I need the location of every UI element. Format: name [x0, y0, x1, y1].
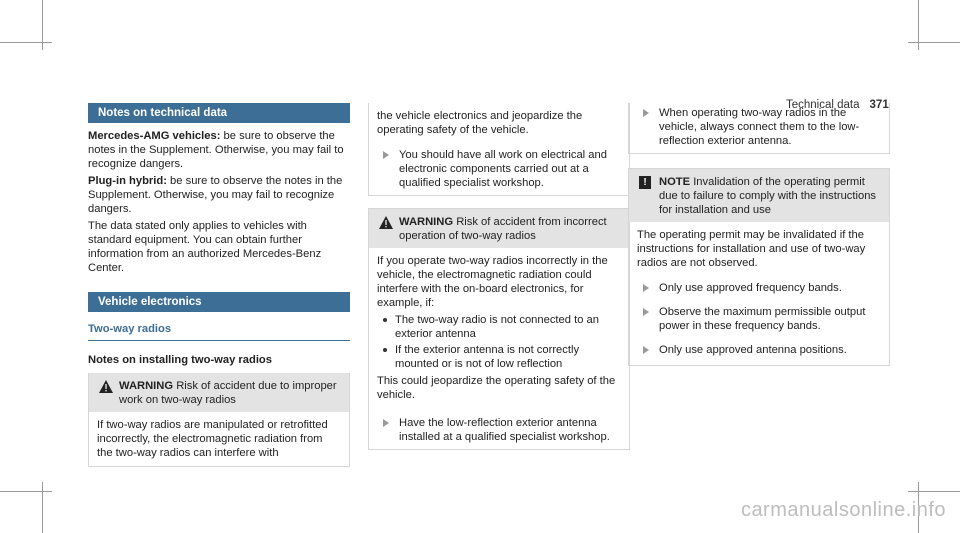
crop-mark — [918, 0, 919, 50]
step-text: Observe the maximum permissible output p… — [659, 306, 866, 332]
amg-paragraph: Mercedes-AMG vehicles: be sure to observ… — [88, 129, 350, 171]
after-text: This could jeopardize the operating safe… — [377, 375, 616, 401]
step-arrow-icon — [383, 419, 389, 427]
warning-box: WARNING Risk of accident due to improper… — [88, 373, 350, 467]
column-2: Vehicle electronics Two-way radios Notes… — [88, 292, 350, 467]
watermark: carmanualsonline.info — [740, 499, 946, 521]
warning-box: WARNING Risk of accident from incorrect … — [368, 208, 630, 450]
crop-mark — [42, 482, 43, 533]
step-item: Observe the maximum permissible output p… — [629, 300, 889, 338]
step-arrow-icon — [643, 109, 649, 117]
warning-label: WARNING — [399, 216, 454, 228]
note-box: ! NOTE Invalidation of the operating per… — [628, 168, 890, 366]
step-text: Only use approved antenna positions. — [659, 344, 847, 356]
amg-text: be sure to observe the notes in the Supp… — [88, 130, 344, 170]
step-arrow-icon — [643, 308, 649, 316]
note-text: Invalidation of the operating permit due… — [659, 176, 877, 216]
exclamation-icon: ! — [639, 176, 651, 189]
subsection-heading: Two-way radios — [88, 322, 350, 341]
bullet-text: The two-way radio is not connected to an… — [395, 314, 599, 340]
crop-mark — [908, 42, 960, 43]
step-text: When operating two-way radios in the veh… — [659, 107, 860, 147]
step-text: Have the low-reflection exterior antenna… — [399, 417, 610, 443]
warning-body: If you operate two-way radios incorrectl… — [369, 248, 629, 411]
amg-label: Mercedes-AMG vehicles: — [88, 130, 221, 142]
warning-text: Risk of accident from incorrect operatio… — [399, 216, 607, 242]
step-text: Only use approved frequency bands. — [659, 282, 842, 294]
warning-triangle-icon — [379, 216, 393, 229]
note-body: The operating permit may be invalidated … — [637, 229, 866, 269]
crop-mark — [42, 0, 43, 50]
bullet-item: The two-way radio is not connected to an… — [377, 313, 621, 341]
column-1: Notes on technical data Mercedes-AMG veh… — [88, 103, 350, 278]
step-text: You should have all work on electrical a… — [399, 149, 607, 189]
warning-head: WARNING Risk of accident due to improper… — [89, 373, 349, 412]
data-paragraph: The data stated only applies to vehicles… — [88, 220, 322, 274]
warning-label: WARNING — [119, 380, 174, 392]
step-item: Only use approved frequency bands. — [629, 276, 889, 300]
crop-mark — [0, 491, 52, 492]
crop-mark — [918, 482, 919, 533]
hybrid-label: Plug-in hybrid: — [88, 175, 167, 187]
warning-triangle-icon — [99, 380, 113, 393]
continued-text: the vehicle electronics and jeopardize t… — [377, 110, 583, 136]
warning-text: Risk of accident due to improper work on… — [119, 380, 337, 406]
step-arrow-icon — [383, 151, 389, 159]
step-arrow-icon — [643, 284, 649, 292]
step-item: You should have all work on electrical a… — [369, 143, 629, 195]
warning-box-continued: the vehicle electronics and jeopardize t… — [368, 103, 630, 196]
crop-mark — [0, 42, 52, 43]
note-label: NOTE — [659, 176, 691, 188]
continued-box: When operating two-way radios in the veh… — [628, 103, 890, 154]
step-item: Only use approved antenna positions. — [629, 338, 889, 365]
bullet-dot — [383, 318, 387, 322]
step-item: When operating two-way radios in the veh… — [629, 103, 889, 153]
page-number: 371 — [869, 99, 889, 111]
crop-mark — [908, 491, 960, 492]
section-bar: Vehicle electronics — [88, 292, 350, 312]
bullet-text: If the exterior antenna is not correctly… — [395, 344, 580, 370]
note-head: ! NOTE Invalidation of the operating per… — [629, 169, 889, 222]
page-header: Technical data 371 — [786, 98, 889, 112]
bullet-dot — [383, 348, 387, 352]
step-arrow-icon — [643, 346, 649, 354]
column-3: the vehicle electronics and jeopardize t… — [368, 103, 630, 450]
column-4: When operating two-way radios in the veh… — [628, 103, 890, 366]
bullet-item: If the exterior antenna is not correctly… — [377, 343, 621, 371]
warning-head: WARNING Risk of accident from incorrect … — [369, 209, 629, 248]
topic-heading: Notes on installing two-way radios — [88, 354, 272, 366]
warning-body: If two-way radios are manipulated or ret… — [97, 419, 328, 459]
section-title: Technical data — [786, 99, 860, 111]
hybrid-paragraph: Plug-in hybrid: be sure to observe the n… — [88, 174, 350, 216]
hybrid-text: be sure to observe the notes in the Supp… — [88, 175, 343, 215]
section-bar: Notes on technical data — [88, 103, 350, 123]
step-item: Have the low-reflection exterior antenna… — [369, 411, 629, 449]
warning-body-text: If you operate two-way radios incorrectl… — [377, 255, 608, 309]
